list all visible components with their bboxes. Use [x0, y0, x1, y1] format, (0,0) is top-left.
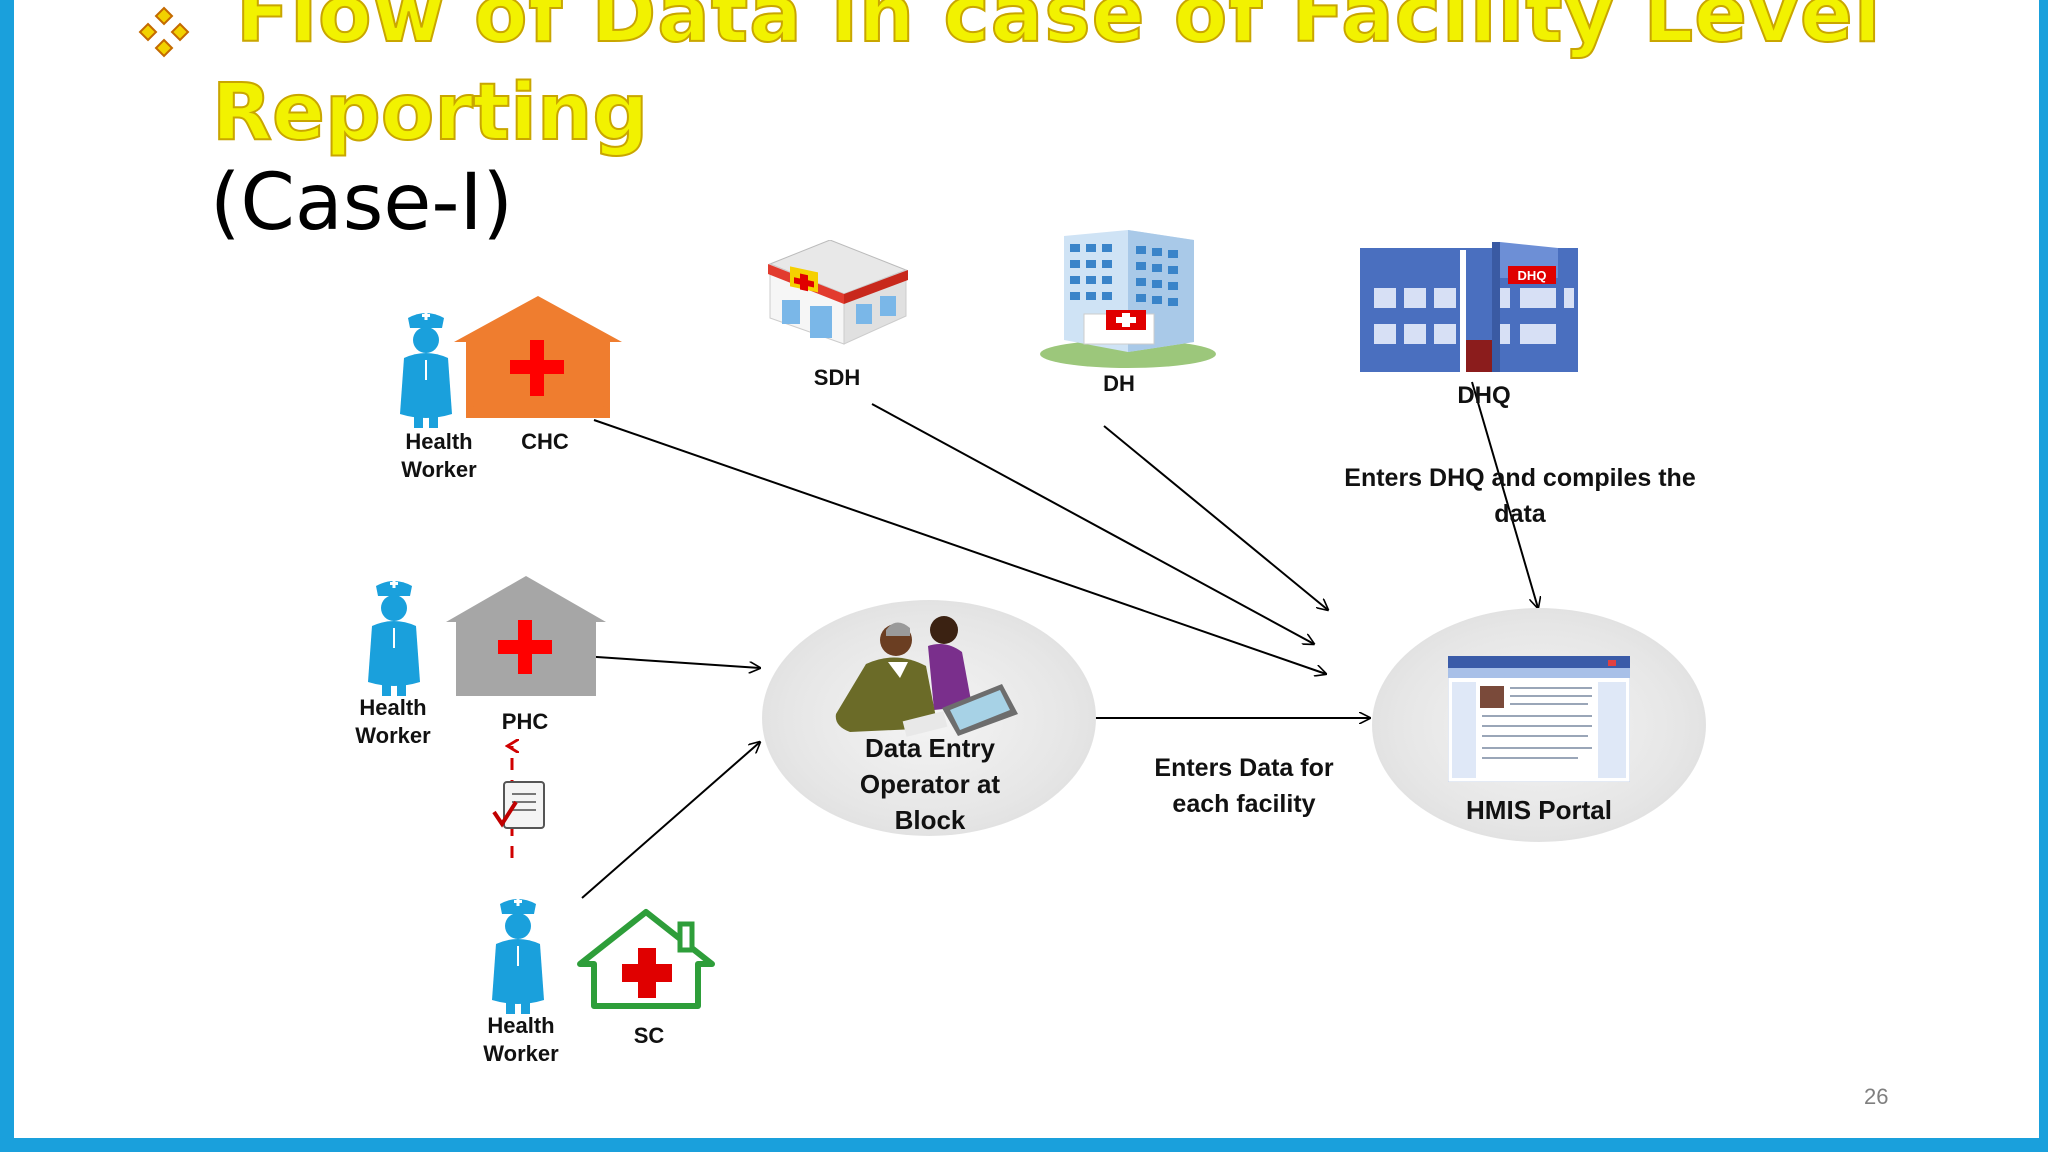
- arrow-dh-to-portal: [1103, 425, 1328, 610]
- hospital-house-icon: [454, 296, 622, 418]
- arrow-chc-to-portal: [593, 419, 1326, 674]
- arrow-sdh-to-portal: [871, 403, 1314, 644]
- portal-label: HMIS Portal: [1466, 795, 1612, 825]
- people-laptop-icon: [835, 616, 1018, 737]
- hospital-house-icon: [446, 576, 606, 696]
- nurse-icon: [492, 897, 544, 1014]
- dhq-label: DHQ: [1457, 382, 1511, 409]
- arrow-phc-to-operator: [581, 655, 760, 668]
- sdh-building-icon: [768, 240, 908, 345]
- arrow-dhq-to-portal: [1471, 381, 1538, 608]
- nurse-icon: [400, 311, 452, 428]
- title-case: (Case-I): [210, 158, 513, 248]
- sdh-label: SDH: [813, 365, 861, 390]
- title-line-2: Reporting: [211, 67, 649, 159]
- nurse-icon: [368, 579, 420, 696]
- slide-border: [0, 1138, 2048, 1152]
- sc-label: SC: [633, 1023, 665, 1048]
- dhq-building-icon: DHQ: [1360, 242, 1578, 372]
- page-number: 26: [1864, 1084, 1889, 1109]
- dh-building-icon: [1040, 230, 1216, 368]
- web-portal-icon: [1448, 656, 1630, 782]
- chc-label: CHC: [521, 429, 569, 454]
- title-line-1: Flow of Data in case of Facility Level: [235, 0, 1882, 61]
- dhq-sign-text: DHQ: [1518, 268, 1547, 283]
- slide: Flow of Data in case of Facility Level R…: [14, 0, 2039, 1138]
- document-check-icon: [492, 781, 545, 829]
- diamond-bullet-icon: [138, 6, 190, 58]
- phc-label: PHC: [501, 709, 549, 734]
- hospital-house-icon: [577, 909, 715, 1009]
- flow-arrows: [14, 381, 2039, 899]
- arrow-sc-to-operator: [581, 742, 760, 899]
- dh-label: DH: [1103, 371, 1135, 396]
